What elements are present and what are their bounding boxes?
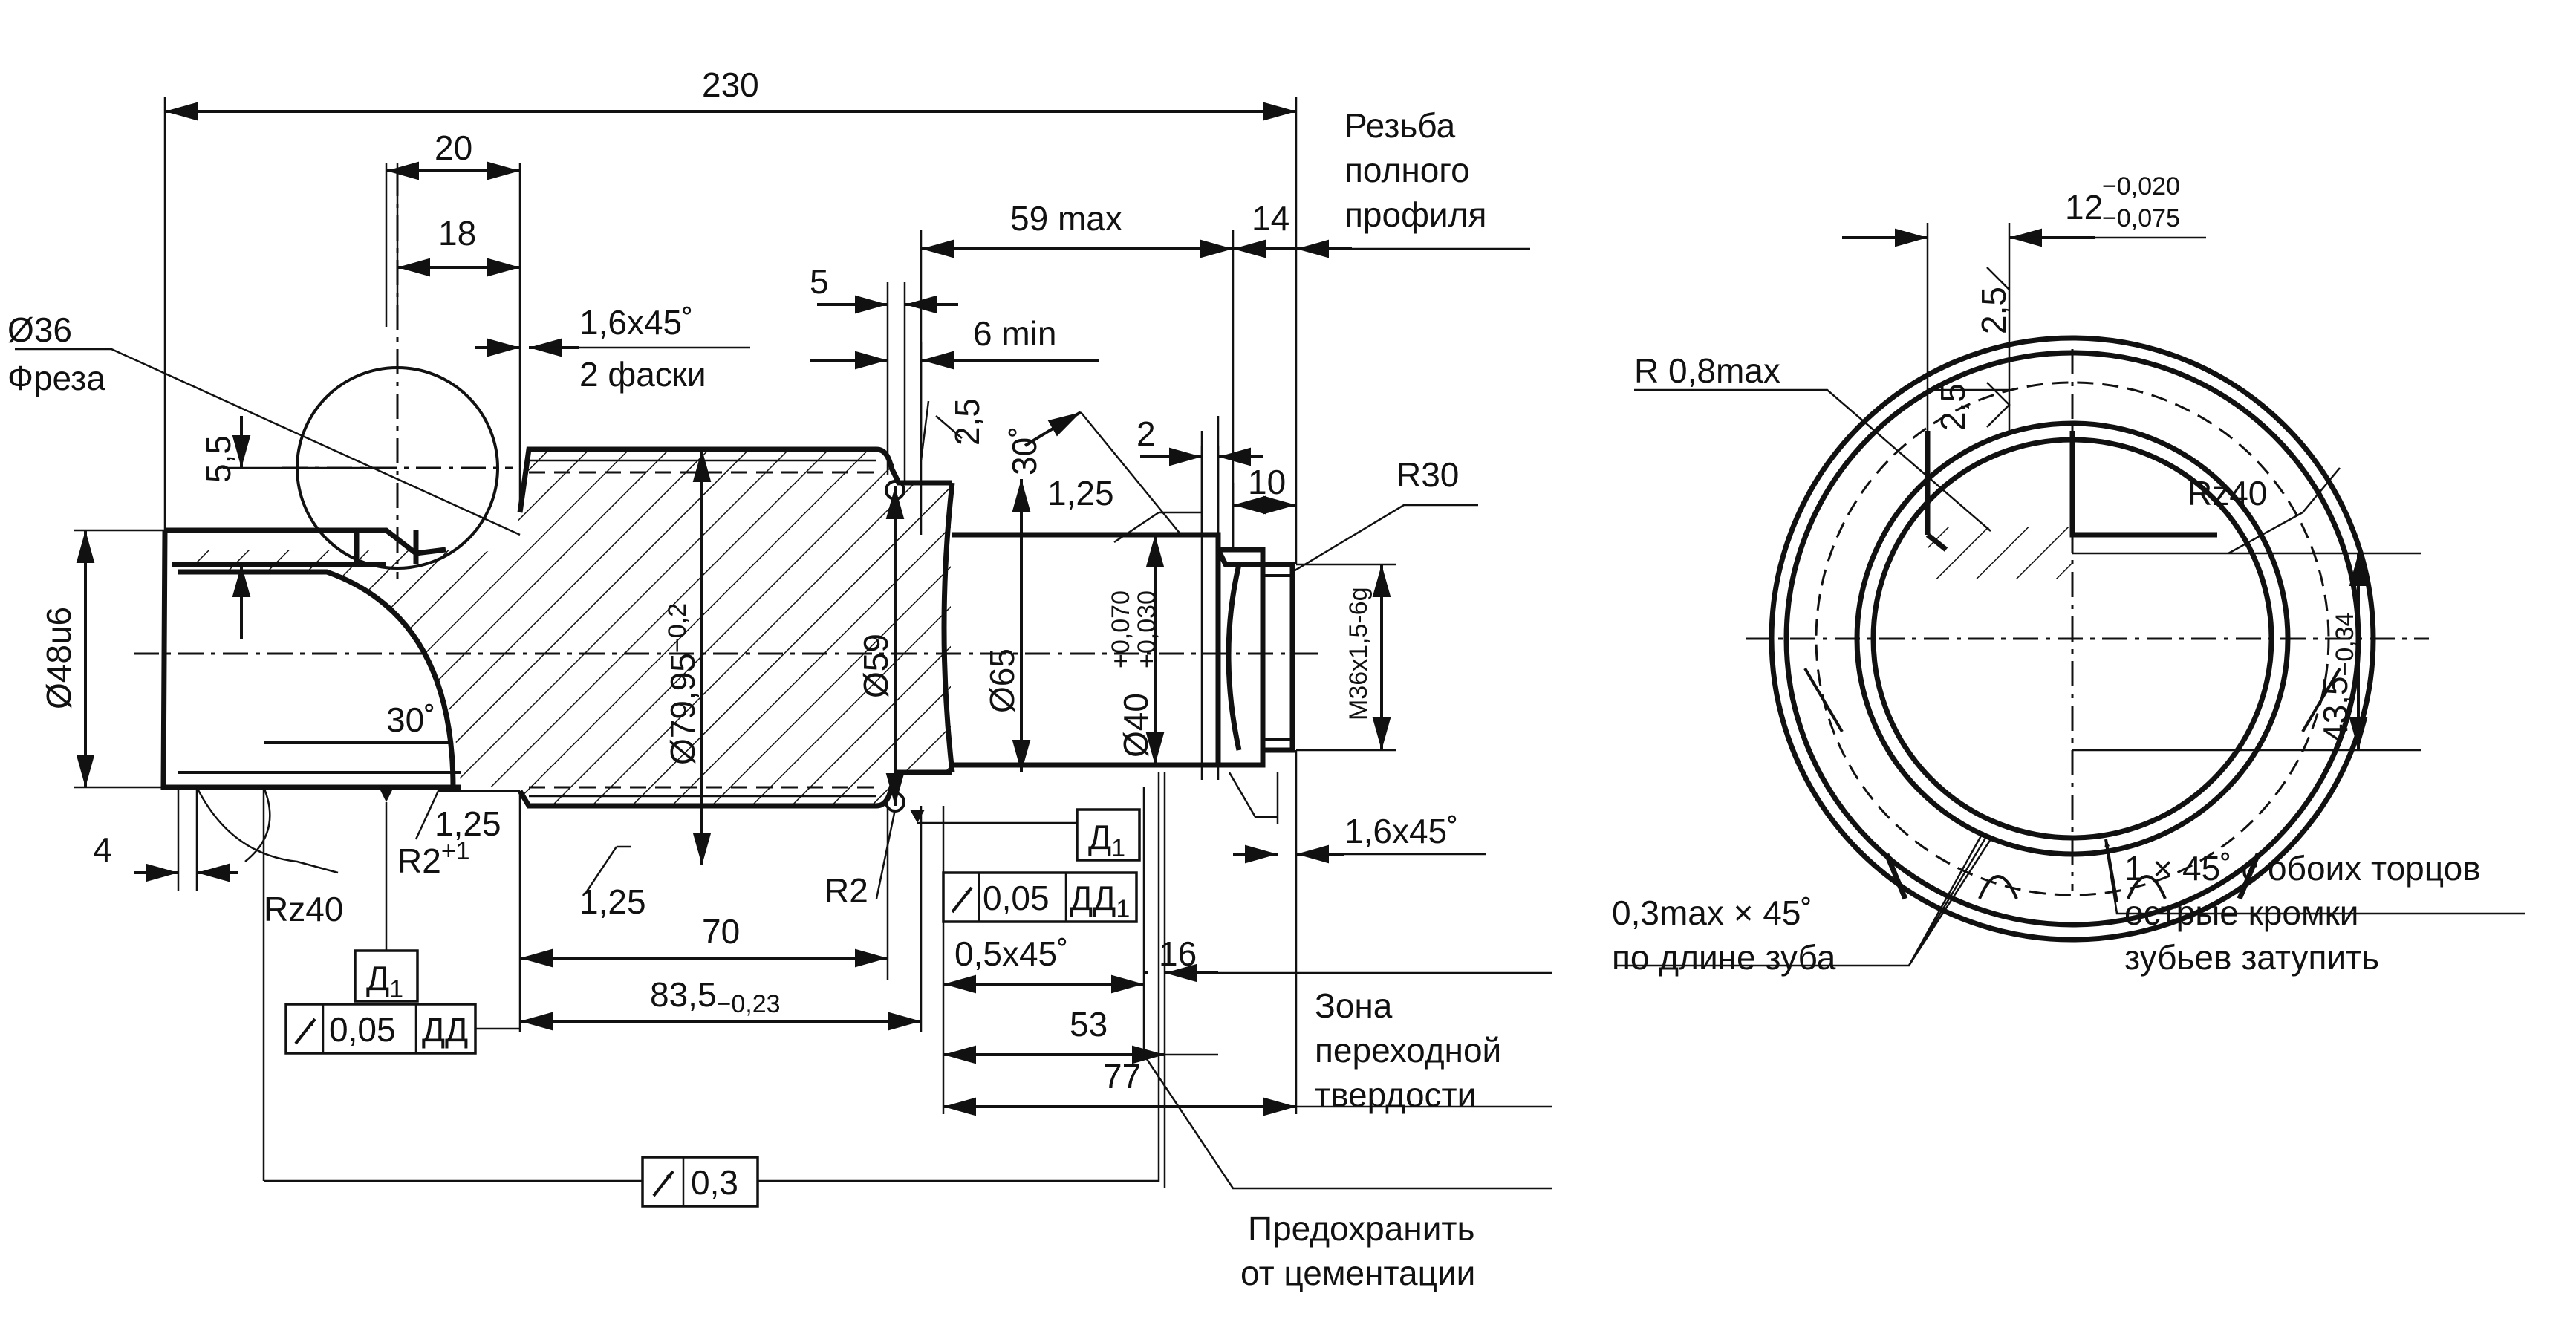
teeth-note-1: 0,3max × 45˚: [1612, 894, 1812, 932]
runout-arrow-icon: [652, 1170, 674, 1197]
tolerance-frame-1: 0,05 ДД: [284, 1003, 477, 1055]
datum-d1-left: Д1: [354, 949, 419, 1003]
dim-r2-bottom: R2: [824, 871, 868, 910]
dim-1-25-bottom: 1,25: [579, 882, 646, 921]
edge-note-1: 1 × 45˚ с обоих торцов: [2124, 849, 2481, 888]
dim-chamfer-top: 1,6x45˚: [579, 303, 693, 342]
dim-230: 230: [702, 65, 759, 104]
dim-dia59: Ø59: [856, 634, 895, 698]
hatched-area: [193, 449, 951, 806]
thread-note-1: Резьба: [1344, 106, 1456, 145]
edge-note-3: зубьев затупить: [2124, 938, 2379, 977]
dim-r2-left: R2+1: [397, 837, 470, 880]
dim-chamfer-note: 2 фаски: [579, 355, 706, 394]
teeth-note-2: по длине зуба: [1612, 938, 1836, 977]
dim-12-lower: −0,075: [2102, 204, 2180, 232]
dim-thread: M36x1,5-6g: [1344, 587, 1373, 720]
protect-note-2: от цементации: [1240, 1254, 1475, 1292]
dim-5-5: 5,5: [199, 435, 238, 483]
dim-53: 53: [1070, 1005, 1108, 1044]
dim-1-25-top: 1,25: [1047, 474, 1114, 512]
dim-dia40: Ø40: [1116, 693, 1155, 758]
dim-4: 4: [93, 830, 112, 869]
zone-note-1: Зона: [1315, 986, 1393, 1025]
dim-10: 10: [1248, 463, 1286, 501]
dim-59max: 59 max: [1010, 199, 1122, 238]
cross-section-texts: 12 −0,020 −0,075 2,5 2,5 R 0,8max Rz40 4…: [1612, 172, 2481, 977]
dim-0-5x45: 0,5x45˚: [954, 934, 1068, 973]
svg-text:0,3: 0,3: [691, 1163, 738, 1202]
dim-dia40-lower: +0,030: [1133, 590, 1161, 668]
svg-text:ДД: ДД: [422, 1010, 468, 1049]
dim-r0-8: R 0,8max: [1634, 351, 1780, 390]
svg-text:Д1: Д1: [1088, 818, 1125, 862]
dim-2-5: 2,5: [948, 398, 986, 446]
dim-70: 70: [702, 912, 740, 951]
dim-2: 2: [1136, 414, 1156, 453]
cross-section-view: [1616, 223, 2525, 967]
dim-83-5: 83,5−0,23: [650, 975, 781, 1018]
dim-dia65: Ø65: [983, 648, 1021, 713]
mill-dia: Ø36: [7, 310, 72, 349]
dim-1-25-left: 1,25: [435, 804, 501, 843]
dim-dia48: Ø48u6: [39, 607, 78, 709]
dim-2-5-a: 2,5: [1933, 383, 1972, 431]
svg-text:0,05: 0,05: [329, 1010, 396, 1049]
dim-6min: 6 min: [973, 314, 1056, 353]
dim-12: 12: [2065, 188, 2103, 227]
dim-16: 16: [1159, 934, 1197, 973]
svg-text:Д1: Д1: [366, 959, 403, 1003]
dim-30-left: 30˚: [386, 700, 435, 739]
runout-arrow-icon: [294, 1018, 316, 1045]
dim-18: 18: [438, 214, 476, 253]
runout-arrow-icon: [951, 886, 973, 914]
dim-r30: R30: [1396, 455, 1459, 494]
dimension-texts: 230 20 18 5,5 Ø36 Фреза 1,6x45˚ 2 фаски …: [7, 65, 1501, 1292]
dim-dia40-upper: +0,070: [1107, 590, 1135, 668]
dim-77: 77: [1103, 1057, 1141, 1096]
dim-5: 5: [810, 262, 829, 301]
svg-text:ДД1: ДД1: [1070, 879, 1130, 923]
dim-20: 20: [435, 128, 472, 167]
dim-chamfer-right: 1,6x45˚: [1344, 812, 1458, 850]
dim-dia79: Ø79,95−0,2: [663, 603, 702, 765]
datum-d1-right: Д1: [1076, 808, 1141, 862]
dim-43-5: 43,5−0,34: [2316, 612, 2359, 743]
tolerance-frame-2: 0,05 ДД1: [942, 871, 1138, 923]
edge-note-2: острые кромки: [2124, 894, 2358, 932]
thread-note-2: полного: [1344, 151, 1470, 189]
dimension-lines: [15, 97, 1552, 1190]
dim-rz40-left: Rz40: [264, 890, 343, 928]
mill-label: Фреза: [7, 359, 105, 397]
dim-14: 14: [1252, 199, 1289, 238]
dim-rz40-right: Rz40: [2188, 474, 2267, 512]
dim-30-top: 30˚: [1005, 426, 1044, 475]
dim-2-5-b: 2,5: [1974, 287, 2013, 334]
zone-note-2: переходной: [1315, 1031, 1501, 1070]
dim-12-upper: −0,020: [2102, 172, 2180, 201]
protect-note-1: Предохранить: [1248, 1209, 1474, 1248]
thread-note-3: профиля: [1344, 195, 1486, 234]
svg-text:0,05: 0,05: [983, 879, 1050, 917]
zone-note-3: твердости: [1315, 1075, 1476, 1114]
tolerance-frame-3: 0,3: [641, 1156, 759, 1208]
